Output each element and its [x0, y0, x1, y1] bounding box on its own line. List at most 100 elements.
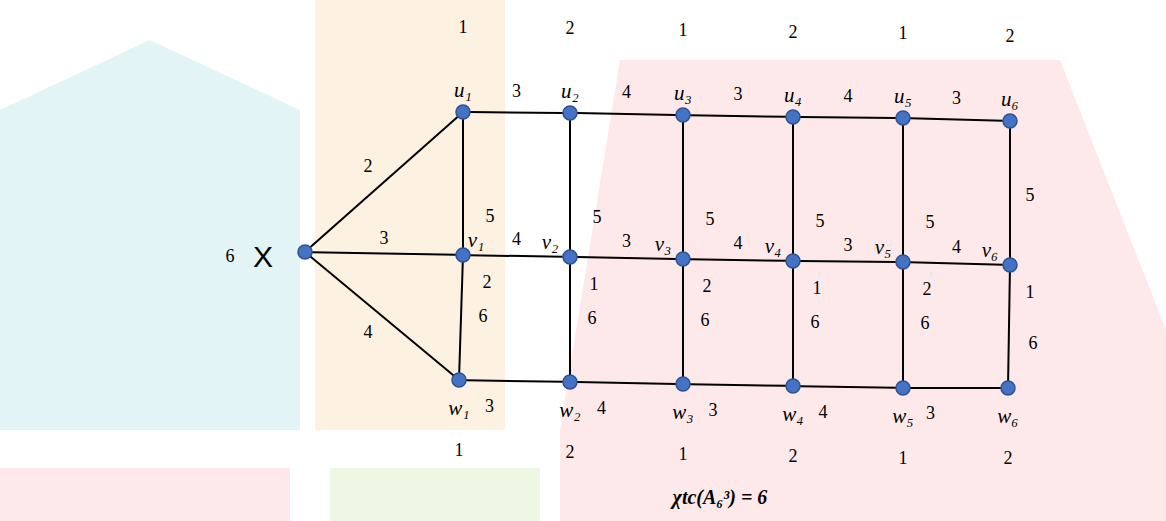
color-number: 1: [813, 279, 822, 297]
graph-vertex: w₆2: [1000, 380, 1016, 396]
vertex-dot: [895, 254, 911, 270]
color-number: 1: [459, 18, 468, 36]
edge-color-number: 4: [510, 230, 523, 248]
vertex-dot: [452, 373, 466, 387]
graph-vertex: w₃1: [675, 376, 691, 392]
graph-vertex: v₁2: [455, 247, 471, 263]
graph-edge: [462, 119, 464, 248]
graph-vertex: X6: [297, 244, 313, 260]
graph-edge: [466, 380, 563, 382]
graph-edge: [470, 255, 563, 257]
graph-vertex: u₅1: [895, 110, 911, 126]
vertex-dot: [456, 105, 470, 119]
graph-edge: [682, 122, 684, 252]
graph-edge: [910, 387, 1001, 389]
vertex-dot: [675, 251, 691, 267]
graph-edge: [310, 256, 453, 375]
color-number: 2: [789, 23, 798, 41]
vertex-dot: [895, 380, 911, 396]
vertex-dot: [1002, 113, 1018, 129]
vertex-name: u₅: [894, 86, 912, 107]
vertex-dot: [562, 105, 578, 121]
color-number: 2: [483, 273, 492, 291]
edge-color-number: 2: [362, 157, 375, 175]
watermark-shape: [0, 40, 300, 430]
graph-edge: [1009, 128, 1011, 258]
graph-vertex: u₃1: [675, 107, 691, 123]
vertex-dot: [786, 254, 800, 268]
vertex-name: w₁: [448, 398, 469, 419]
edge-color-number: 3: [378, 229, 391, 247]
edge-color-number: 3: [707, 401, 720, 419]
color-number: 1: [455, 441, 464, 459]
graph-edge: [470, 111, 563, 114]
vertex-dot: [785, 109, 801, 125]
edge-color-number: 6: [809, 313, 822, 331]
graph-vertex: v₂1: [562, 249, 578, 265]
watermark-shape: [0, 468, 290, 521]
edge-color-number: 5: [484, 207, 497, 225]
vertex-dot: [298, 245, 312, 259]
graph-vertex: v₆1: [1002, 257, 1018, 273]
color-number: 1: [1026, 283, 1035, 301]
edge-color-number: 3: [732, 85, 745, 103]
graph-vertex: w₅1: [895, 380, 911, 396]
vertex-name: v₆: [982, 240, 999, 261]
graph-edge: [459, 262, 463, 373]
edge-color-number: 4: [817, 403, 830, 421]
edge-color-number: 6: [1027, 334, 1040, 352]
edge-color-number: 6: [699, 311, 712, 329]
color-number: 2: [923, 280, 932, 298]
graph-edge: [1008, 272, 1010, 381]
vertex-dot: [896, 381, 910, 395]
chromatic-number-caption: χtc(A₆³) = 6: [673, 486, 768, 509]
vertex-dot: [676, 108, 690, 122]
vertex-dot: [675, 376, 691, 392]
edge-color-number: 4: [842, 87, 855, 105]
edge-color-number: 3: [483, 397, 496, 415]
vertex-dot: [896, 111, 910, 125]
vertex-dot: [785, 253, 801, 269]
graph-edge: [310, 117, 458, 248]
vertex-name: v₂: [542, 232, 559, 253]
graph-edge: [902, 125, 904, 255]
color-number: 1: [679, 21, 688, 39]
graph-edge: [577, 113, 676, 115]
vertex-dot: [895, 110, 911, 126]
graph-edge: [312, 252, 456, 255]
graph-vertex: w₁1: [451, 372, 467, 388]
edge-color-number: 6: [586, 309, 599, 327]
vertex-name: u₁: [454, 80, 472, 101]
watermark-shape: [560, 60, 1166, 521]
vertex-dot: [563, 250, 577, 264]
vertex-dot: [297, 244, 313, 260]
vertex-dot: [563, 375, 577, 389]
graph-edge: [910, 118, 1003, 121]
vertex-name: u₂: [561, 81, 579, 102]
vertex-dot: [563, 106, 577, 120]
color-number: 1: [679, 445, 688, 463]
graph-edge: [569, 120, 571, 250]
color-number: 1: [590, 275, 599, 293]
vertex-dot: [455, 104, 471, 120]
graph-vertex: v₃2: [675, 251, 691, 267]
vertex-name: w₂: [559, 400, 580, 421]
color-number: 2: [703, 277, 712, 295]
edge-color-number: 6: [919, 314, 932, 332]
graph-edge: [910, 262, 1003, 265]
edge-color-number: 3: [510, 82, 523, 100]
graph-edge: [800, 260, 896, 263]
color-number: 6: [226, 247, 235, 265]
vertex-dot: [1002, 257, 1018, 273]
vertex-dot: [1001, 381, 1015, 395]
vertex-dot: [1003, 258, 1017, 272]
vertex-dot: [562, 374, 578, 390]
vertex-dot: [785, 378, 801, 394]
edge-color-number: 3: [950, 89, 963, 107]
graph-vertex: u₁1: [455, 104, 471, 120]
graph-edge: [800, 116, 896, 119]
